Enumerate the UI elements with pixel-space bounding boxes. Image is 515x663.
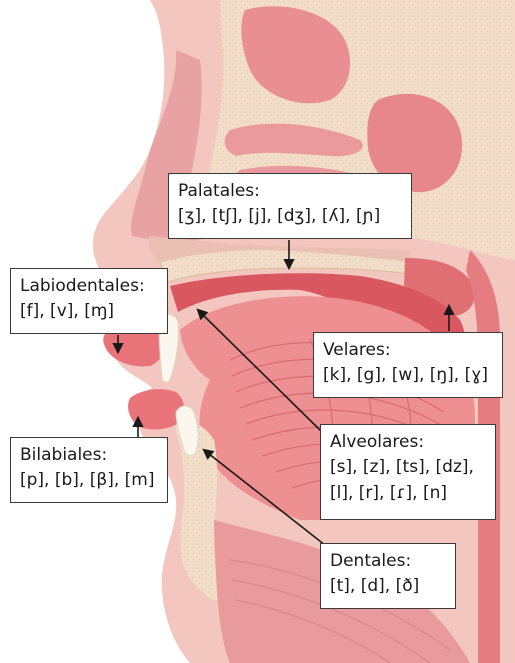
label-labiodentales-sounds: [f], [v], [ɱ] xyxy=(20,298,159,324)
label-alveolares: Alveolares: [s], [z], [ts], [dz], [l], [… xyxy=(320,424,496,520)
label-alveolares-sounds-line1: [s], [z], [ts], [dz], xyxy=(330,454,487,480)
label-velares-sounds: [k], [g], [w], [ŋ], [ɣ] xyxy=(323,362,494,388)
label-dentales-title: Dentales: xyxy=(330,549,447,573)
label-labiodentales-title: Labiodentales: xyxy=(20,274,159,298)
label-velares-title: Velares: xyxy=(323,338,494,362)
label-dentales: Dentales: [t], [d], [ð] xyxy=(320,543,456,609)
label-bilabiales-sounds: [p], [b], [β], [m] xyxy=(20,467,159,493)
label-bilabiales-title: Bilabiales: xyxy=(20,443,159,467)
label-palatales-title: Palatales: xyxy=(178,179,403,203)
label-bilabiales: Bilabiales: [p], [b], [β], [m] xyxy=(10,437,168,503)
label-dentales-sounds: [t], [d], [ð] xyxy=(330,573,447,599)
label-velares: Velares: [k], [g], [w], [ŋ], [ɣ] xyxy=(313,332,503,398)
lower-lip xyxy=(128,389,184,429)
label-labiodentales: Labiodentales: [f], [v], [ɱ] xyxy=(10,268,168,334)
label-alveolares-sounds-line2: [l], [r], [ɾ], [n] xyxy=(330,480,487,506)
label-palatales-sounds: [ʒ], [tʃ], [j], [dʒ], [ʎ], [ɲ] xyxy=(178,203,403,229)
label-palatales: Palatales: [ʒ], [tʃ], [j], [dʒ], [ʎ], [ɲ… xyxy=(168,173,412,239)
label-alveolares-title: Alveolares: xyxy=(330,430,487,454)
